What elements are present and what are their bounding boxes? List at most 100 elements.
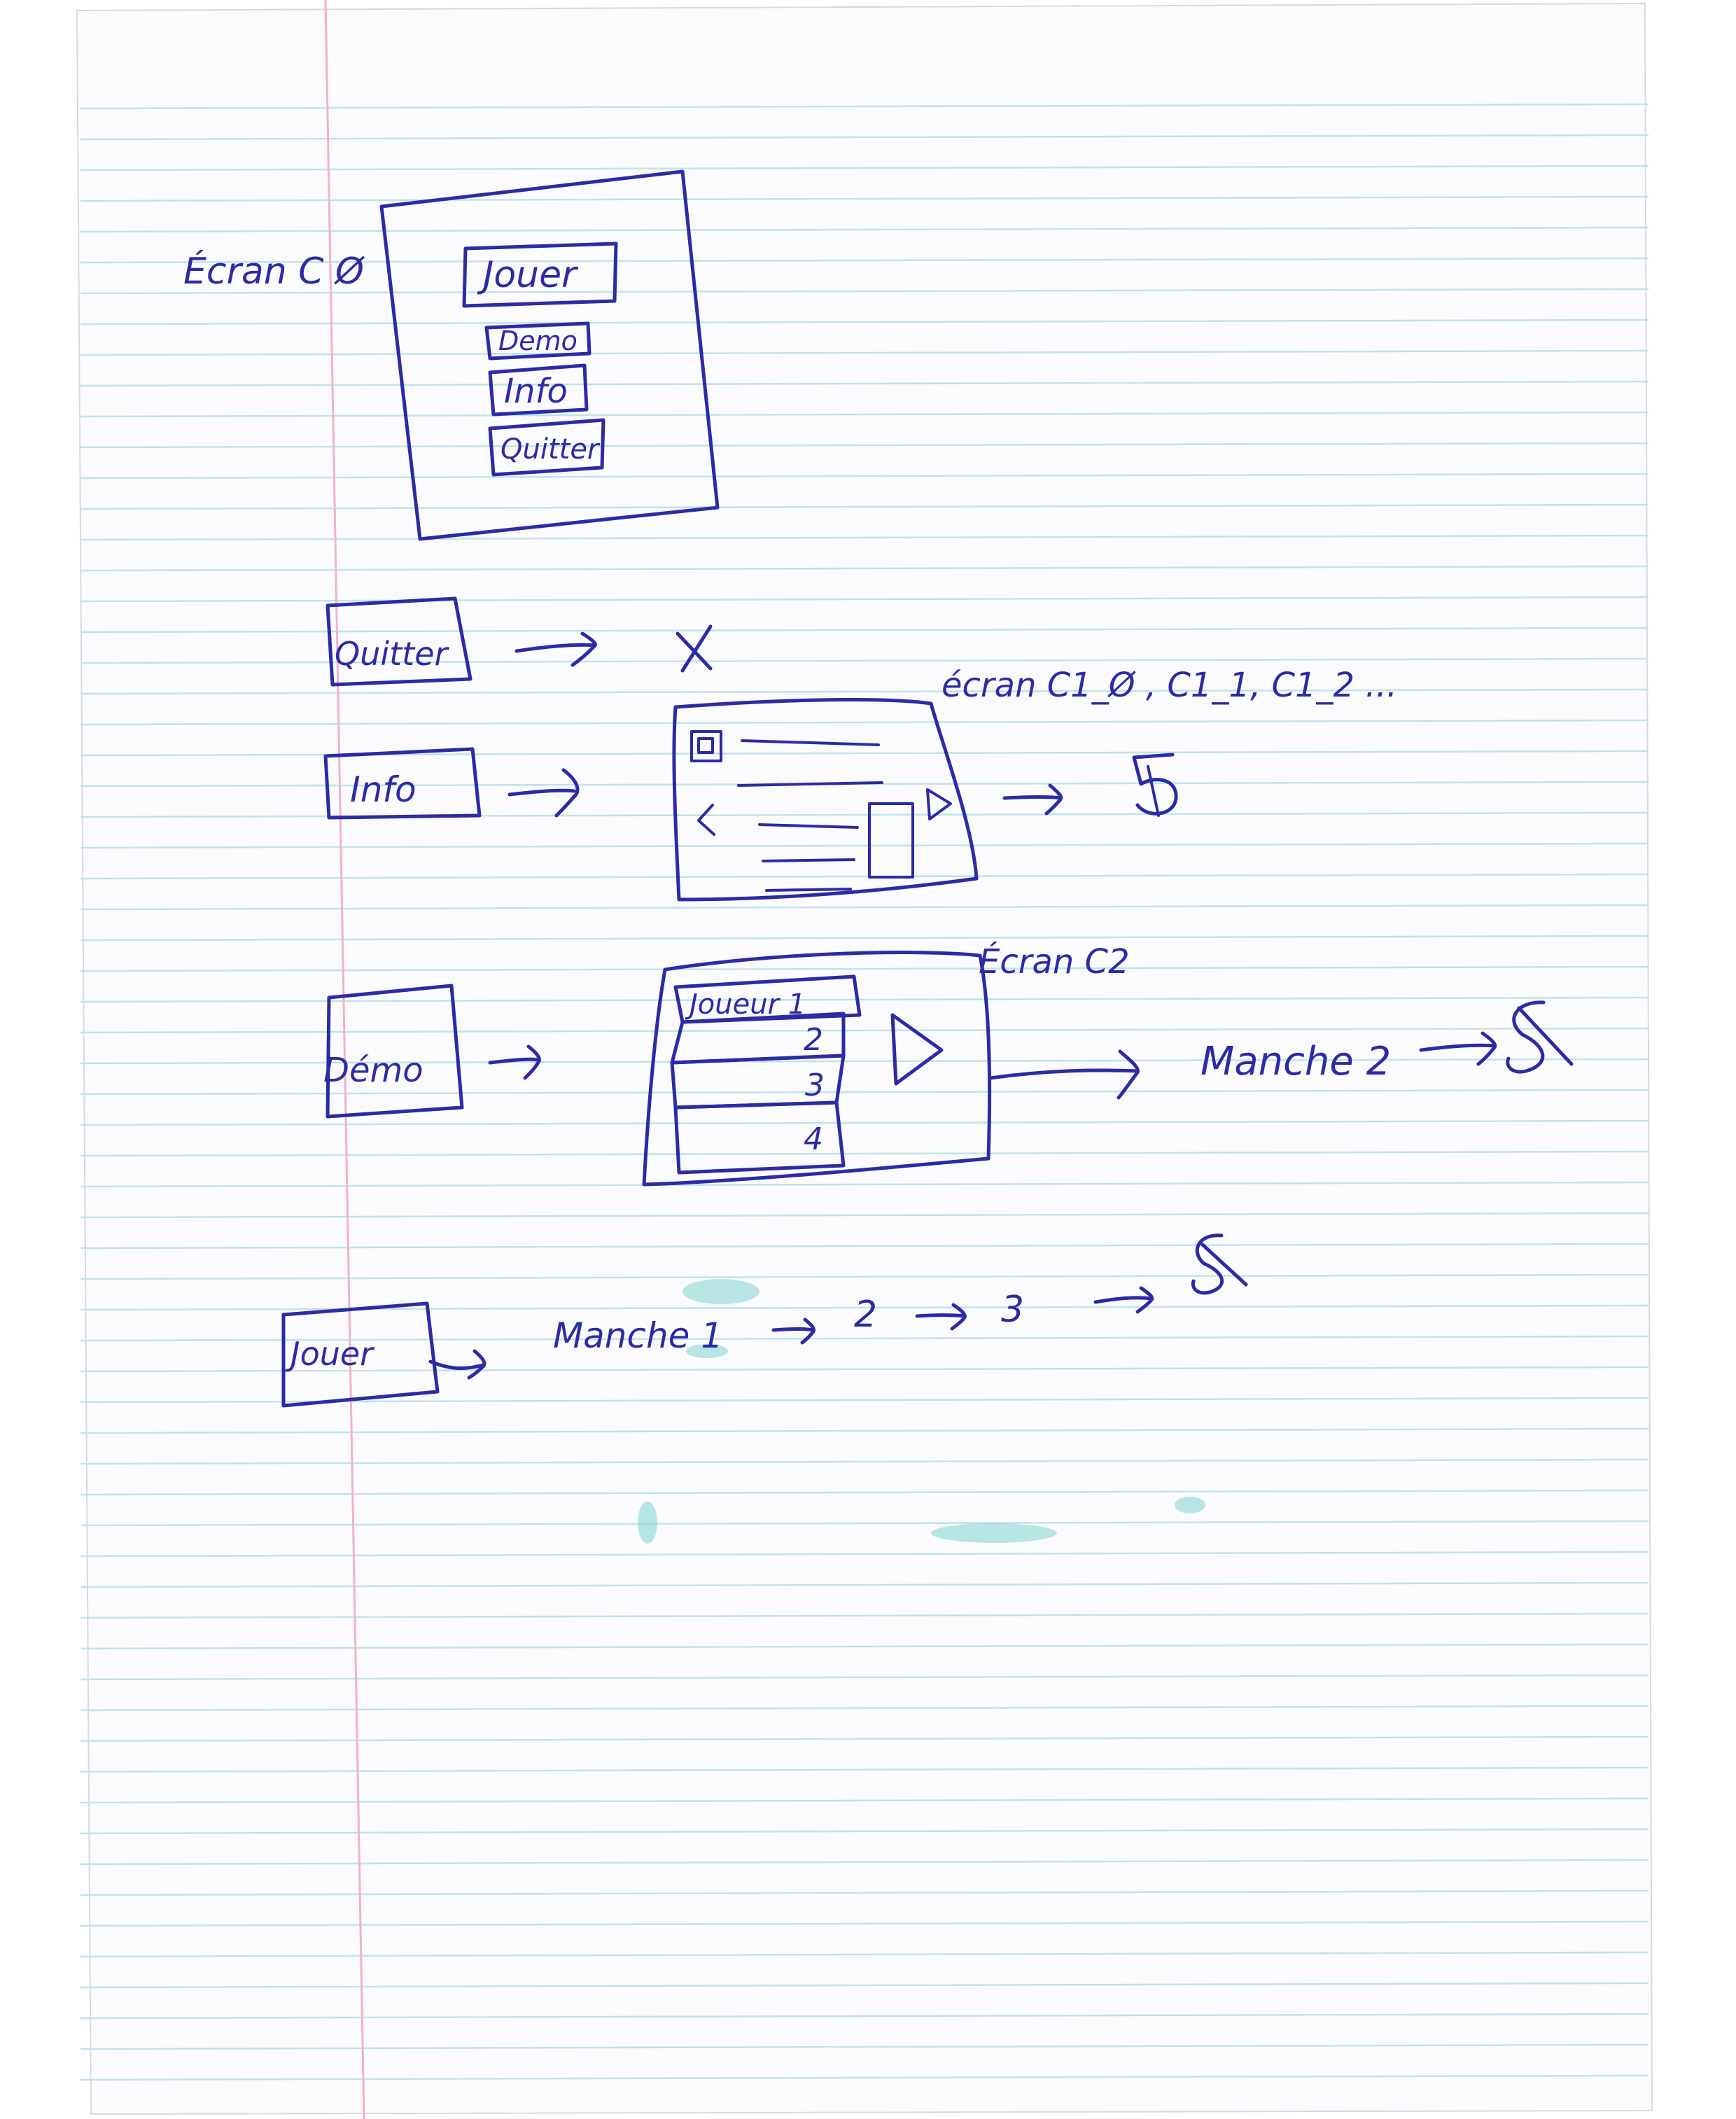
ruled-line	[80, 442, 1649, 449]
text-line	[765, 888, 852, 892]
play-icon[interactable]	[890, 1013, 944, 1086]
play-button-label: Jouer	[285, 1335, 375, 1373]
ruled-line	[80, 1705, 1649, 1712]
ruled-line	[80, 473, 1649, 480]
quit-button-label: Quitter	[335, 635, 450, 673]
ruled-line	[80, 319, 1649, 326]
ruled-line	[80, 349, 1649, 356]
image-placeholder-icon	[690, 730, 722, 762]
ruled-line	[80, 411, 1649, 418]
screen-c0-button-label: Demo	[498, 326, 578, 356]
ruled-line	[80, 1058, 1649, 1065]
ruled-line	[80, 627, 1649, 634]
info-screen	[672, 698, 979, 902]
quit-flow: Quitter	[326, 596, 713, 687]
s-return-icon	[1506, 1000, 1574, 1074]
arrow-icon	[488, 1044, 541, 1080]
player-row-label: 2	[804, 1022, 823, 1058]
previous-arrow-icon[interactable]	[697, 804, 715, 836]
margin-line	[324, 0, 365, 2119]
ruled-line	[80, 257, 1649, 264]
ruled-line	[80, 1150, 1649, 1157]
ruled-line	[80, 1273, 1649, 1280]
ruled-line	[80, 503, 1649, 510]
play-flow: Jouer Manche 1 2 3	[281, 1233, 1248, 1408]
ruled-lines	[80, 103, 1649, 2081]
quit-button[interactable]: Quitter	[326, 596, 472, 687]
info-button-label: Info	[350, 769, 416, 810]
ruled-line	[80, 2074, 1649, 2081]
arrow-icon	[514, 631, 597, 667]
arrow-icon	[915, 1303, 967, 1331]
screen-c0-button-jouer[interactable]: Jouer	[462, 242, 618, 308]
screen-c0-button-info[interactable]: Info	[488, 363, 589, 417]
ruled-line	[80, 1674, 1649, 1681]
ruled-line	[80, 1920, 1649, 1927]
ruled-line	[80, 1027, 1649, 1034]
play-button[interactable]: Jouer	[281, 1301, 440, 1408]
screen-c0-button-demo[interactable]: Demo	[484, 321, 592, 361]
ruled-line	[80, 1489, 1649, 1496]
play-step-label: 2	[854, 1294, 877, 1336]
player-row-label: 3	[805, 1068, 825, 1103]
ruled-line	[80, 596, 1649, 603]
arrow-icon	[1002, 783, 1063, 816]
ruled-line	[80, 195, 1649, 202]
demo-button-label: Démo	[323, 1051, 424, 1090]
text-line	[758, 823, 859, 829]
arrow-icon	[1419, 1031, 1497, 1066]
ruled-line	[80, 1458, 1649, 1465]
text-line	[762, 858, 855, 862]
ruled-line	[80, 1243, 1649, 1250]
info-screen-frame	[672, 698, 979, 902]
screen-c0-button-label: Info	[504, 372, 568, 411]
ruled-line	[80, 534, 1649, 541]
s-return-icon	[1191, 1233, 1248, 1295]
ruled-line	[80, 1427, 1649, 1434]
ruled-line	[80, 1889, 1649, 1896]
x-close-icon	[676, 624, 713, 673]
demo-screen: Joueur 1 2 3 4	[642, 951, 992, 1187]
next-round-label: Manche 2	[1200, 1039, 1391, 1084]
ruled-line	[80, 380, 1649, 387]
ruled-line	[80, 657, 1649, 664]
info-button[interactable]: Info	[323, 747, 482, 820]
info-flow: Info écran C1_Ø , C1_1, C1_2 ...	[323, 666, 1397, 902]
demo-screen-label: Écran C2	[979, 942, 1130, 981]
ruled-line	[80, 1643, 1649, 1650]
ruled-line	[80, 1982, 1649, 1989]
ruled-line	[80, 1335, 1649, 1342]
text-line	[741, 739, 880, 746]
arrow-icon	[988, 1049, 1140, 1100]
demo-screen-frame	[642, 951, 992, 1187]
screen-c0-label: Écran C Ø	[183, 250, 365, 293]
ruled-line	[80, 1612, 1649, 1619]
ruled-line	[80, 1520, 1649, 1527]
ruled-line	[80, 288, 1649, 295]
ruled-line	[80, 1797, 1649, 1804]
ruled-line	[80, 103, 1649, 110]
next-arrow-icon[interactable]	[926, 788, 952, 820]
ruled-line	[80, 134, 1649, 141]
play-step-label: 3	[1001, 1289, 1024, 1331]
demo-button[interactable]: Démo	[323, 984, 464, 1119]
arrow-icon	[428, 1349, 486, 1380]
image-placeholder	[868, 802, 914, 879]
text-line	[737, 781, 883, 787]
screen-c0-button-label: Jouer	[477, 254, 579, 296]
ruled-line	[80, 1951, 1649, 1958]
screen-c0-button-label: Quitter	[500, 433, 601, 466]
ruled-line	[80, 165, 1649, 172]
ruled-line	[80, 565, 1649, 572]
info-screen-label: écran C1_Ø , C1_1, C1_2 ...	[941, 666, 1397, 705]
ruled-line	[80, 1859, 1649, 1866]
ruled-line	[80, 226, 1649, 233]
ruled-line	[80, 1119, 1649, 1126]
player-row[interactable]: 4	[673, 1100, 846, 1175]
demo-flow: Démo Joueur 1 2 3 4 Écran C2	[323, 942, 1574, 1187]
ruled-line	[80, 1581, 1649, 1588]
ruled-line	[80, 965, 1649, 972]
ruled-line	[80, 1181, 1649, 1188]
ruled-line	[80, 1735, 1649, 1742]
screen-c0-button-quitter[interactable]: Quitter	[488, 418, 606, 477]
